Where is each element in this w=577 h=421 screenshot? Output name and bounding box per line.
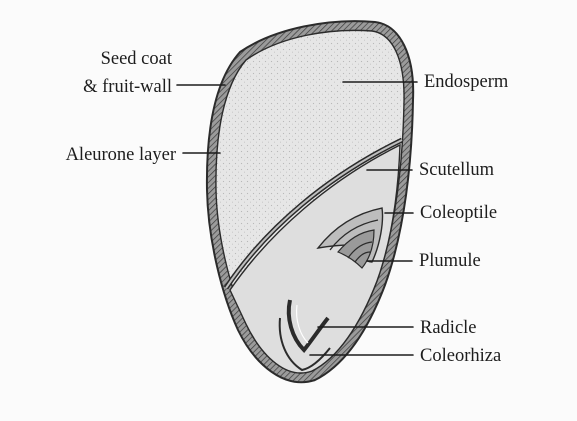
label-scutellum: Scutellum: [419, 160, 495, 180]
label-coleorhiza: Coleorhiza: [420, 346, 501, 366]
label-seed-coat-1: Seed coat: [101, 49, 173, 69]
label-seed-coat-2: & fruit-wall: [83, 77, 172, 97]
coleorhiza: [278, 317, 331, 372]
label-plumule: Plumule: [419, 251, 481, 271]
label-endosperm: Endosperm: [424, 72, 509, 92]
label-coleoptile: Coleoptile: [420, 203, 497, 223]
scutellum: [229, 143, 401, 374]
label-radicle: Radicle: [420, 318, 477, 338]
label-aleurone: Aleurone layer: [66, 145, 176, 165]
